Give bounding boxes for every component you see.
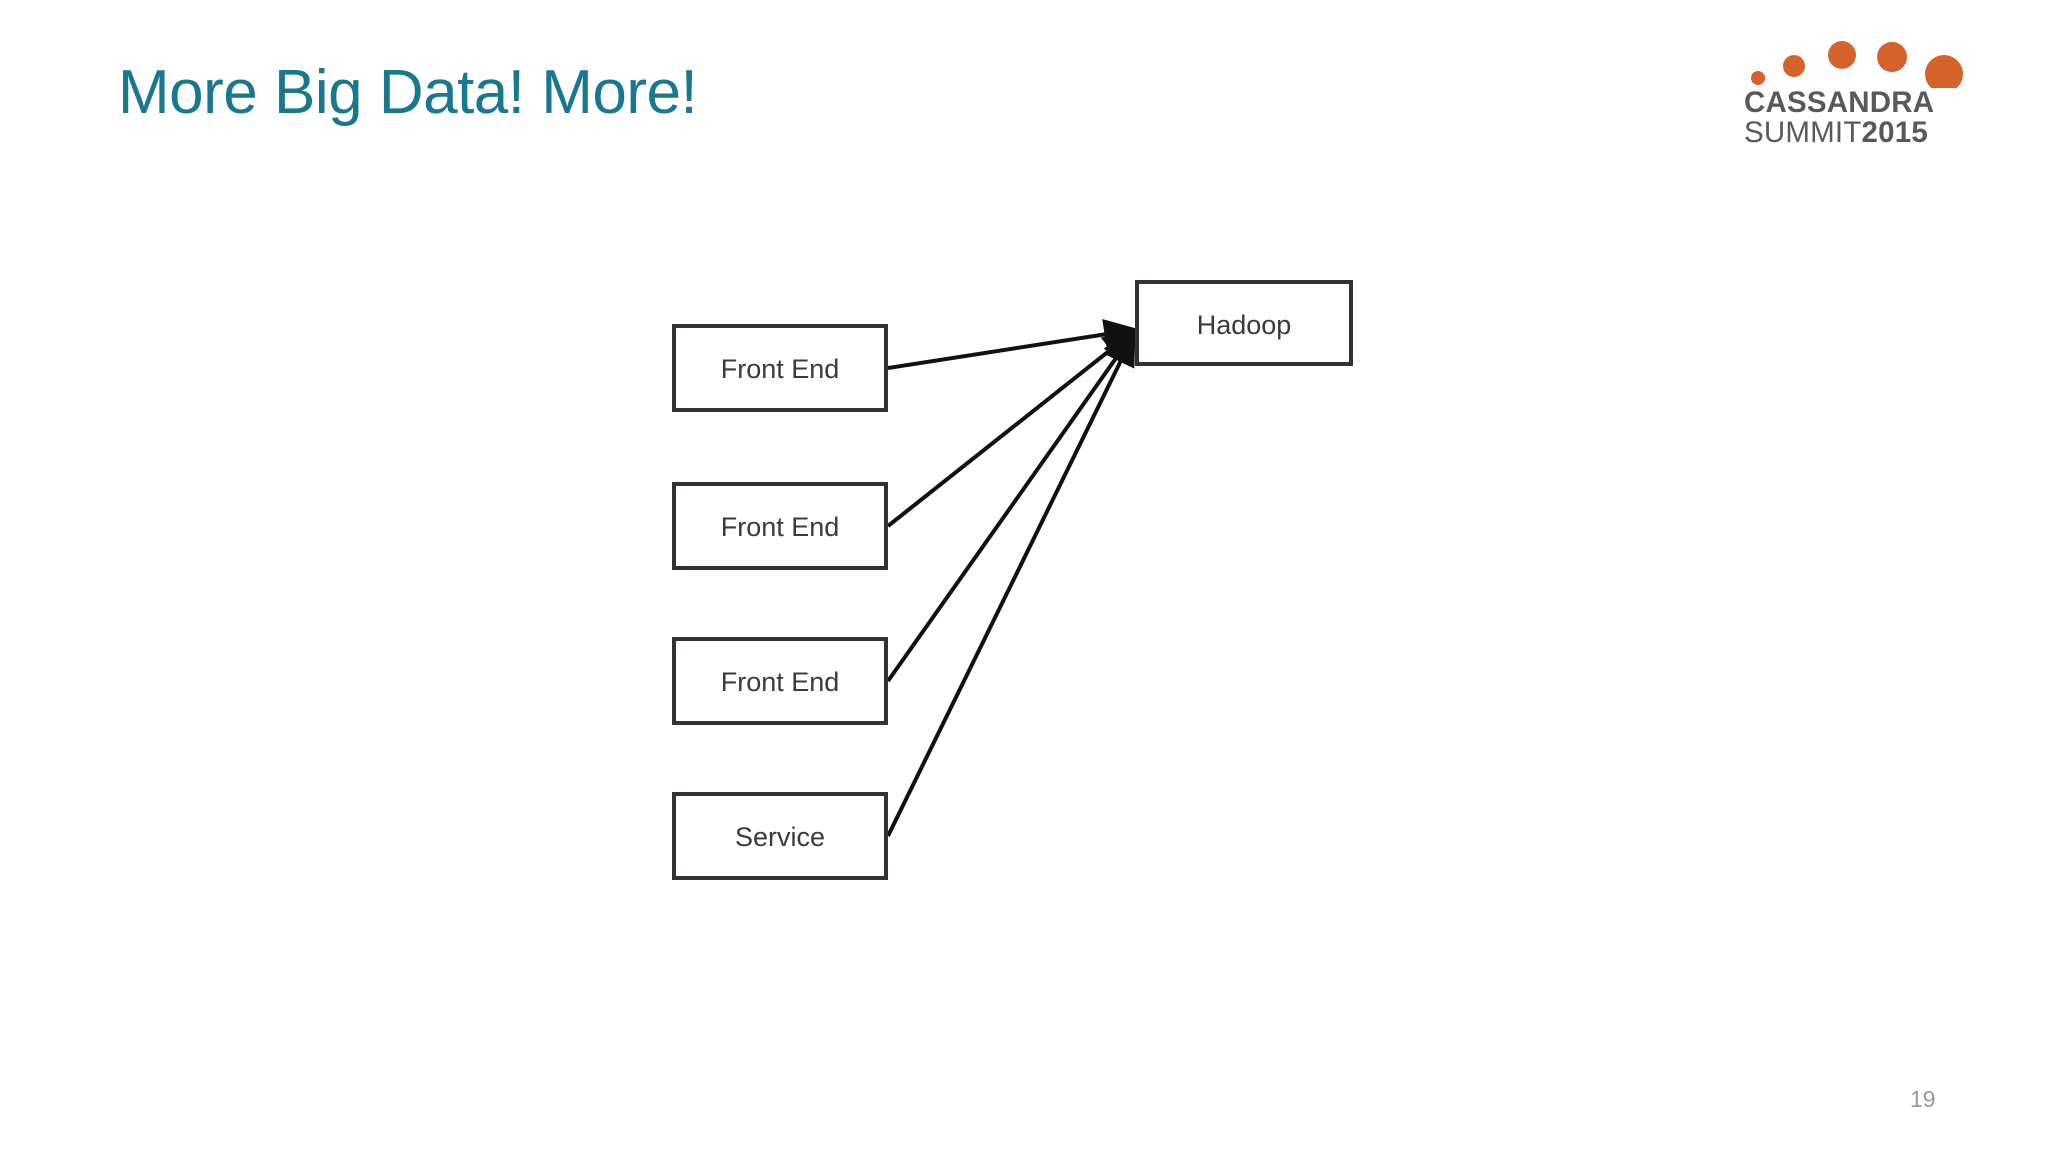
logo-dots-arc-icon	[1751, 41, 1963, 88]
diagram-node-label-front-end-1: Front End	[720, 354, 840, 384]
logo-wordmark: CASSANDRA SUMMIT2015	[1744, 88, 1976, 148]
cassandra-summit-logo: CASSANDRA SUMMIT2015	[1744, 26, 1976, 147]
logo-year-text: 2015	[1861, 115, 1928, 149]
diagram-node-hadoop[interactable]: Hadoop	[1135, 280, 1353, 366]
logo-dot-4-icon	[1877, 42, 1907, 72]
logo-dot-3-icon	[1828, 41, 1856, 69]
diagram-node-service[interactable]: Service	[672, 792, 888, 880]
diagram-node-front-end-1[interactable]: Front End	[672, 324, 888, 412]
logo-summit-text: SUMMIT	[1744, 115, 1862, 149]
edge-service-to-hadoop	[886, 330, 1136, 837]
logo-dot-1-icon	[1751, 71, 1765, 85]
diagram-node-front-end-2[interactable]: Front End	[672, 482, 888, 570]
diagram-node-label-service: Service	[734, 822, 826, 852]
logo-dot-5-icon	[1925, 55, 1963, 88]
logo-line-summit-2015: SUMMIT2015	[1744, 115, 1976, 149]
edge-front-end-3-to-hadoop	[886, 329, 1137, 683]
edge-front-end-1-to-hadoop	[887, 318, 1139, 370]
diagram-node-label-front-end-2: Front End	[720, 512, 840, 542]
edge-front-end-2-to-hadoop	[886, 328, 1138, 528]
diagram-node-label-hadoop: Hadoop	[1196, 310, 1292, 340]
diagram-node-label-front-end-3: Front End	[720, 667, 840, 697]
logo-line-cassandra: CASSANDRA	[1744, 86, 1935, 119]
diagram-node-front-end-3[interactable]: Front End	[672, 637, 888, 725]
page-number: 19	[1910, 1086, 1936, 1112]
page-title: More Big Data! More!	[118, 58, 698, 127]
logo-dot-2-icon	[1783, 55, 1805, 77]
